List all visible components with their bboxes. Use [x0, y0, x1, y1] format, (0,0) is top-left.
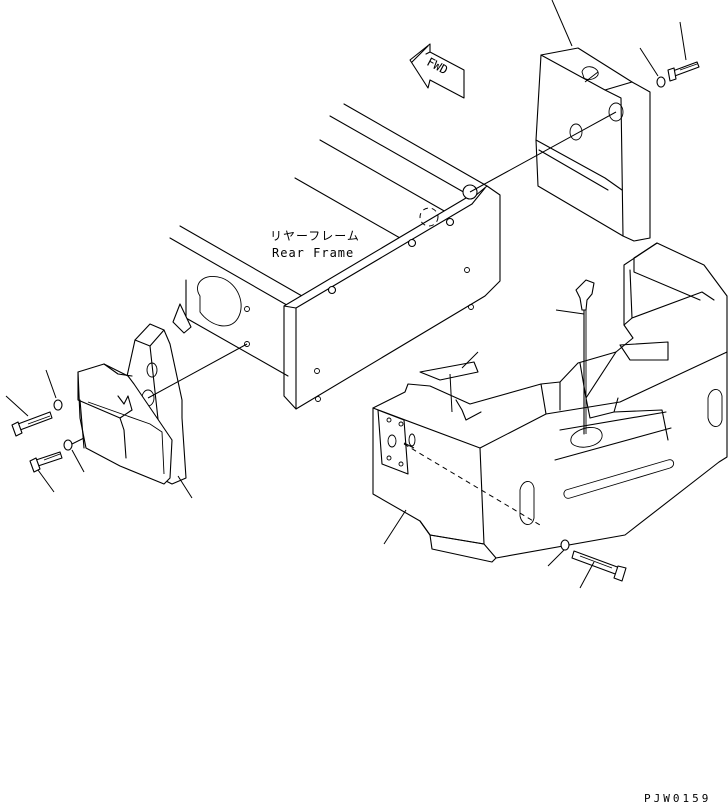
frame-label-en: Rear Frame: [272, 246, 354, 260]
left-bolt-upper: [11, 411, 53, 437]
lower-right-bolt: [571, 550, 627, 582]
upper-bolt: [667, 61, 700, 82]
hidden-hole: [419, 207, 439, 227]
frame-stud: [407, 238, 417, 248]
left-bolt-lower: [29, 451, 63, 473]
lower-washer: [560, 539, 570, 551]
drawing-code: PJW0159: [644, 792, 711, 805]
frame-stud: [327, 285, 337, 295]
lifting-eye-bolt: [575, 279, 595, 435]
left-washer-lower: [63, 439, 73, 451]
left-washer-upper: [53, 399, 63, 411]
upper-counterweight-plate: [535, 47, 651, 242]
fwd-arrow: FWD: [409, 43, 465, 99]
frame-label: リヤーフレーム Rear Frame: [270, 229, 360, 260]
leader-lines: [5, 0, 687, 589]
frame-label-jp: リヤーフレーム: [270, 229, 360, 243]
rear-frame: [169, 103, 501, 410]
upper-washer: [656, 76, 666, 88]
frame-stud: [445, 217, 455, 227]
